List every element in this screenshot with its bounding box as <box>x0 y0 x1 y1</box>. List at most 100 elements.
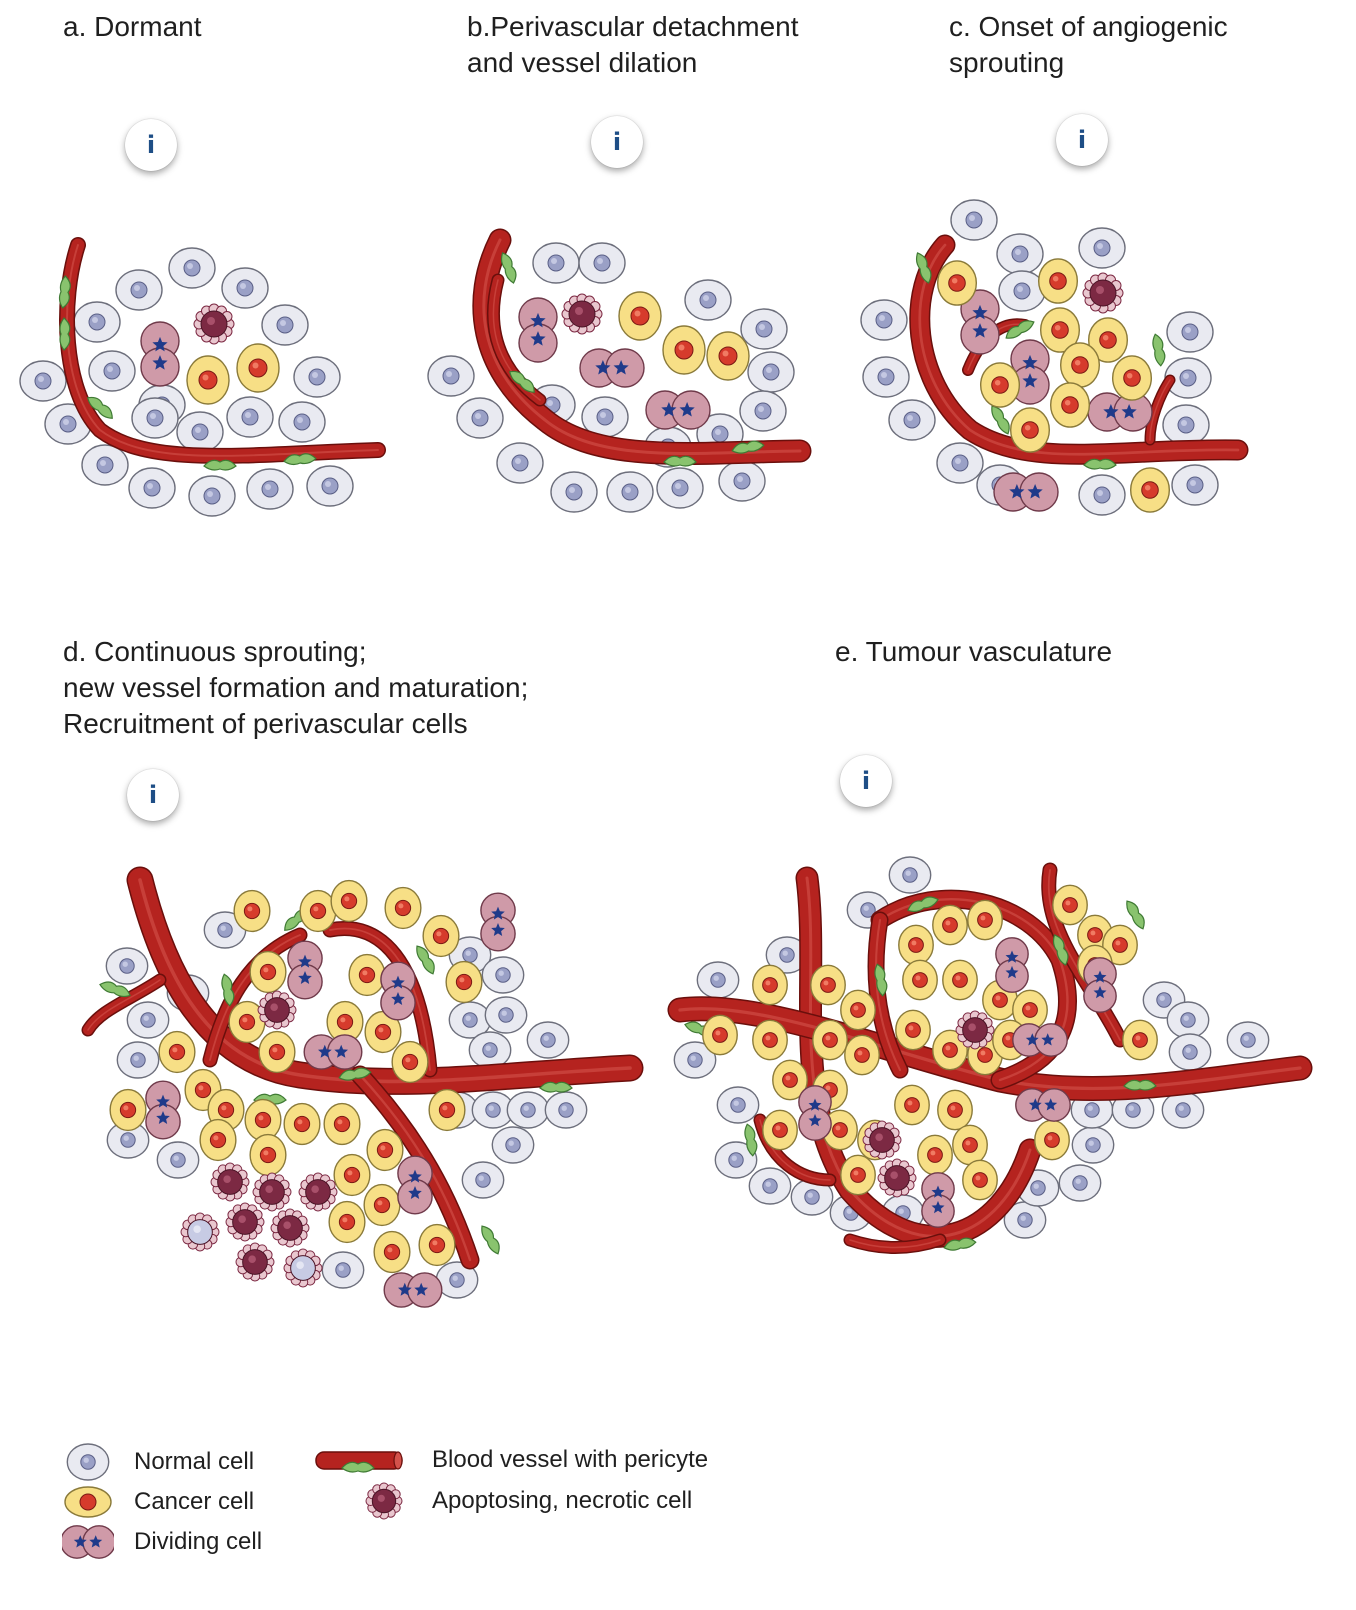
cancer-cell <box>1129 467 1171 513</box>
normal-cell <box>19 360 67 402</box>
normal-cell <box>115 269 163 311</box>
cancer-cell <box>952 1124 988 1166</box>
normal-cell <box>81 444 129 486</box>
necrotic-cell <box>235 1242 275 1282</box>
normal-cell <box>606 471 654 513</box>
stage-e-title: e. Tumour vasculature <box>835 634 1112 670</box>
normal-cell <box>936 442 984 484</box>
necrotic-cell <box>193 303 235 345</box>
normal-cell <box>66 1443 110 1481</box>
stage-c-title-line-1: c. Onset of angiogenic <box>949 11 1228 42</box>
cancer-cell <box>772 1059 808 1101</box>
necrotic-cell <box>365 1482 403 1520</box>
cancer-cell <box>840 1154 876 1196</box>
cancer-cell <box>762 1109 798 1151</box>
normal-cell <box>740 308 788 350</box>
cancer-cell <box>895 1009 931 1051</box>
normal-cell <box>321 1251 365 1289</box>
pericyte <box>99 981 131 998</box>
necrotic-cell <box>298 1172 338 1212</box>
normal-cell <box>435 1261 479 1299</box>
dividing-cell <box>140 321 180 387</box>
legend-label-dividing-cell: Dividing cell <box>134 1528 263 1555</box>
dividing-cell <box>1010 339 1050 405</box>
dividing-cell <box>1015 1088 1071 1122</box>
stage-e-info-button[interactable]: i <box>840 755 892 807</box>
pericyte <box>1052 934 1069 966</box>
cancer-cell <box>1009 407 1051 453</box>
pericyte <box>1083 458 1117 470</box>
cancer-cell <box>932 904 968 946</box>
legend-label-necrotic-cell: Apoptosing, necrotic cell <box>432 1487 693 1514</box>
normal-cell <box>126 1001 170 1039</box>
normal-cell <box>496 442 544 484</box>
normal-cell <box>1058 1164 1102 1202</box>
normal-cell <box>203 911 247 949</box>
dividing-cell <box>993 472 1059 512</box>
stage-b-info-button[interactable]: i <box>591 116 643 168</box>
normal-cell <box>1226 1021 1270 1059</box>
necrotic-cell <box>210 1162 250 1202</box>
blood-vessel-icon <box>315 1451 403 1473</box>
normal-cell <box>131 397 179 439</box>
cancer-cell <box>348 953 386 997</box>
stage-d-title-line-1: d. Continuous sprouting; <box>63 636 367 667</box>
normal-cell <box>1168 1033 1212 1071</box>
cancer-cell-icon <box>64 1486 112 1518</box>
pericyte <box>915 252 932 284</box>
pericyte <box>663 455 697 467</box>
normal-cell <box>1164 357 1212 399</box>
legend-label-cancer-cell: Cancer cell <box>134 1488 255 1515</box>
normal-cell <box>168 247 216 289</box>
cancer-cell <box>384 886 422 930</box>
normal-cell <box>1070 1091 1114 1129</box>
normal-cell <box>1003 1201 1047 1239</box>
legend-item-necrotic-cell: Apoptosing, necrotic cell <box>312 1481 692 1521</box>
stage-a-title: a. Dormant <box>63 9 202 45</box>
stage-b-title-line-2: and vessel dilation <box>467 47 698 78</box>
normal-cell <box>106 1121 150 1159</box>
pericyte <box>500 252 517 284</box>
normal-cell <box>862 356 910 398</box>
normal-cell <box>532 242 580 284</box>
necrotic-cell <box>283 1248 323 1288</box>
dividing-cell <box>579 348 645 388</box>
pericyte <box>341 1461 375 1473</box>
normal-cell <box>293 356 341 398</box>
cancer-cell <box>326 1000 364 1044</box>
necrotic-cell <box>955 1010 995 1050</box>
necrotic-cell <box>270 1208 310 1248</box>
pericyte <box>943 1237 977 1251</box>
normal-cell <box>1078 227 1126 269</box>
cancer-cell <box>706 331 750 381</box>
blood-vessel <box>81 973 167 1037</box>
normal-cell <box>714 1141 758 1179</box>
normal-cell <box>1166 311 1214 353</box>
normal-cell <box>888 856 932 894</box>
cancer-cell <box>249 1133 287 1177</box>
normal-cell <box>448 1001 492 1039</box>
normal-cell <box>656 467 704 509</box>
dividing-cell <box>380 961 416 1021</box>
pericyte <box>283 453 317 466</box>
dividing-cell <box>995 937 1029 993</box>
stage-b-title: b.Perivascular detachment and vessel dil… <box>467 9 799 81</box>
stage-c-title-line-2: sprouting <box>949 47 1065 78</box>
stage-d-info-button[interactable]: i <box>127 769 179 821</box>
cancer-cell <box>333 1153 371 1197</box>
cancer-cell <box>236 343 280 393</box>
pericyte <box>874 963 888 997</box>
pericyte <box>1005 320 1035 339</box>
legend-item-blood-vessel: Blood vessel with pericyte <box>312 1440 708 1480</box>
stage-a-info-button[interactable]: i <box>125 119 177 171</box>
normal-cell <box>246 468 294 510</box>
necrotic-cell <box>252 1172 292 1212</box>
stage-c-info-button[interactable]: i <box>1056 114 1108 166</box>
necrotic-cell <box>877 1158 917 1198</box>
dividing-cell-icon <box>62 1525 114 1559</box>
blood-vessel <box>909 234 1249 465</box>
dividing-cell <box>518 297 558 363</box>
